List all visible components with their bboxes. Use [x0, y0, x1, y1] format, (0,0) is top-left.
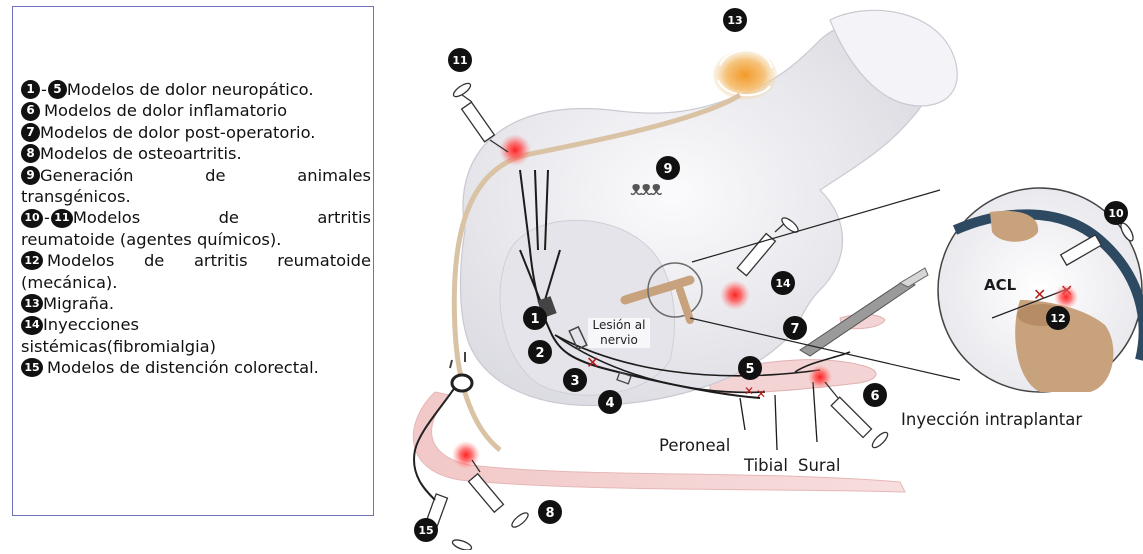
legend-text: Modelos de dolor inflamatorio — [44, 100, 287, 121]
legend-text: Migraña. — [43, 293, 114, 314]
transgenic-symbol: ᴥᴥᴥ — [630, 176, 662, 200]
injection-site-11 — [499, 134, 531, 166]
legend-item-9-cont: transgénicos. — [21, 186, 371, 207]
svg-text:13: 13 — [727, 14, 742, 27]
legend-text: sistémicas(fibromialgia) — [21, 336, 216, 357]
marker-2: 2 — [528, 340, 552, 364]
number-badge: 11 — [51, 209, 73, 228]
number-badge: 1 — [21, 80, 40, 99]
legend-text: artritis — [317, 207, 371, 228]
svg-text:✕: ✕ — [586, 353, 599, 372]
marker-10: 10 — [1104, 201, 1128, 225]
marker-9: 9 — [656, 156, 680, 180]
legend-text: Modelos de osteoartritis. — [40, 143, 242, 164]
marker-15: 15 — [414, 518, 438, 542]
number-badge: 7 — [21, 123, 40, 142]
legend-item-14-cont: sistémicas(fibromialgia) — [21, 336, 371, 357]
number-badge: 12 — [21, 251, 43, 270]
marker-11: 11 — [448, 48, 472, 72]
marker-1: 1 — [523, 306, 547, 330]
svg-text:✕: ✕ — [744, 384, 754, 398]
legend-item-7: 7 Modelos de dolor post-operatorio. — [21, 122, 371, 143]
label-sural: Sural — [798, 456, 840, 475]
marker-4: 4 — [598, 390, 622, 414]
legend-text: reumatoide — [277, 250, 371, 271]
legend-text: (mecánica). — [21, 272, 117, 293]
number-badge: 15 — [21, 358, 43, 377]
marker-3: 3 — [563, 368, 587, 392]
svg-text:11: 11 — [452, 54, 467, 67]
number-badge: 8 — [21, 144, 40, 163]
legend-item-13: 13 Migraña. — [21, 293, 371, 314]
legend-text: Modelos de dolor post-operatorio. — [40, 122, 315, 143]
brain-glow — [713, 50, 777, 100]
legend-text: Generación — [40, 165, 133, 186]
legend-text: reumatoide (agentes químicos). — [21, 229, 281, 250]
legend-item-12-cont: (mecánica). — [21, 272, 371, 293]
svg-text:✕: ✕ — [1033, 285, 1046, 304]
svg-text:14: 14 — [775, 277, 791, 290]
marker-8: 8 — [538, 500, 562, 524]
legend-item-14: 14 Inyecciones — [21, 314, 371, 335]
label-tibial: Tibial — [744, 456, 788, 475]
number-badge: 14 — [21, 316, 43, 335]
legend-text: de — [205, 165, 225, 186]
number-badge: 5 — [48, 80, 67, 99]
number-badge: 6 — [21, 102, 40, 121]
svg-text:✕: ✕ — [756, 387, 766, 401]
svg-text:15: 15 — [418, 524, 433, 537]
svg-text:12: 12 — [1050, 312, 1065, 325]
svg-text:10: 10 — [1108, 207, 1124, 220]
svg-text:4: 4 — [605, 396, 614, 411]
svg-text:9: 9 — [663, 162, 672, 177]
svg-text:6: 6 — [870, 389, 879, 404]
legend-text: de — [219, 207, 239, 228]
legend-text: Modelos — [73, 207, 140, 228]
legend-text: transgénicos. — [21, 186, 131, 207]
svg-text:3: 3 — [570, 374, 579, 389]
legend-separator: - — [41, 79, 47, 100]
number-badge: 9 — [21, 166, 40, 185]
legend-text: animales — [297, 165, 371, 186]
label-lesion: Lesión al nervio — [588, 318, 650, 348]
svg-text:5: 5 — [745, 362, 754, 377]
marker-5: 5 — [738, 356, 762, 380]
marker-7: 7 — [783, 316, 807, 340]
marker-6: 6 — [863, 383, 887, 407]
legend-text: artritis — [194, 250, 248, 271]
number-badge: 13 — [21, 294, 43, 313]
label-acl: ACL — [984, 276, 1016, 294]
legend-text: Modelos — [47, 250, 114, 271]
number-badge: 10 — [21, 209, 43, 228]
label-intraplantar: Inyección intraplantar — [901, 410, 1082, 429]
injection-site-14 — [720, 280, 750, 310]
legend-text: Inyecciones — [43, 314, 139, 335]
legend-item-8: 8 Modelos de osteoartritis. — [21, 143, 371, 164]
marker-13: 13 — [723, 8, 747, 32]
rat-pain-model-figure: ✕ ✕ ✕ — [380, 0, 1143, 550]
legend-item-10-11-cont: reumatoide (agentes químicos). — [21, 229, 371, 250]
svg-text:1: 1 — [530, 312, 539, 327]
legend-item-6: 6 Modelos de dolor inflamatorio — [21, 100, 371, 121]
svg-text:2: 2 — [535, 346, 544, 361]
legend-text: de — [144, 250, 164, 271]
legend-box: 1 - 5 Modelos de dolor neuropático. 6 Mo… — [12, 6, 374, 516]
legend-item-15: 15 Modelos de distención colorectal. — [21, 357, 371, 378]
svg-text:7: 7 — [790, 322, 799, 337]
legend-list: 1 - 5 Modelos de dolor neuropático. 6 Mo… — [21, 79, 371, 379]
marker-14: 14 — [771, 271, 795, 295]
legend-text: Modelos de distención colorectal. — [47, 357, 319, 378]
legend-separator: - — [44, 207, 50, 228]
svg-text:8: 8 — [545, 506, 554, 521]
label-peroneal: Peroneal — [659, 436, 730, 455]
legend-text: Modelos de dolor neuropático. — [67, 79, 314, 100]
legend-item-1-5: 1 - 5 Modelos de dolor neuropático. — [21, 79, 371, 100]
marker-12: 12 — [1046, 306, 1070, 330]
